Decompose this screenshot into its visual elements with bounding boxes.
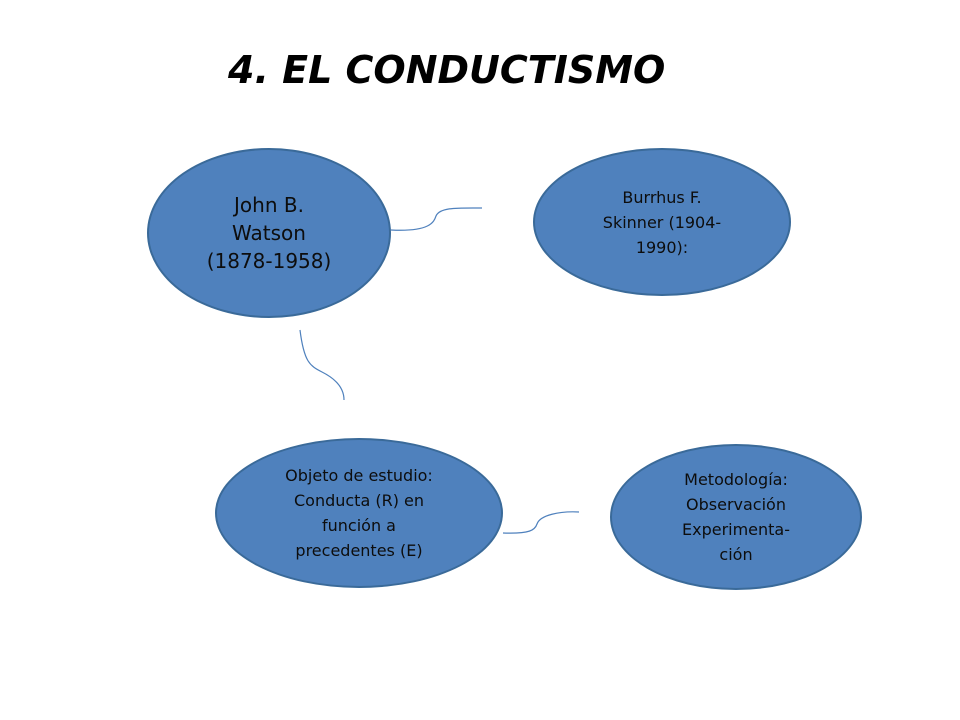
node-objeto-label: Objeto de estudio: Conducta (R) en funci… [285,466,433,560]
connector-objeto-metodologia [502,511,580,534]
node-john-b-watson: John B. Watson (1878-1958) [147,148,391,318]
node-metodologia: Metodología: Observación Experimenta- ci… [610,444,862,590]
connector-watson-objeto [299,329,345,401]
node-watson-label: John B. Watson (1878-1958) [206,193,332,273]
node-objeto-de-estudio: Objeto de estudio: Conducta (R) en funci… [215,438,503,588]
node-metodologia-label: Metodología: Observación Experimenta- ci… [681,470,791,564]
node-burrhus-f-skinner: Burrhus F. Skinner (1904- 1990): [533,148,791,296]
connector-watson-skinner [390,207,483,231]
slide-title: 4. EL CONDUCTISMO [228,48,666,92]
node-skinner-label: Burrhus F. Skinner (1904- 1990): [602,187,722,257]
